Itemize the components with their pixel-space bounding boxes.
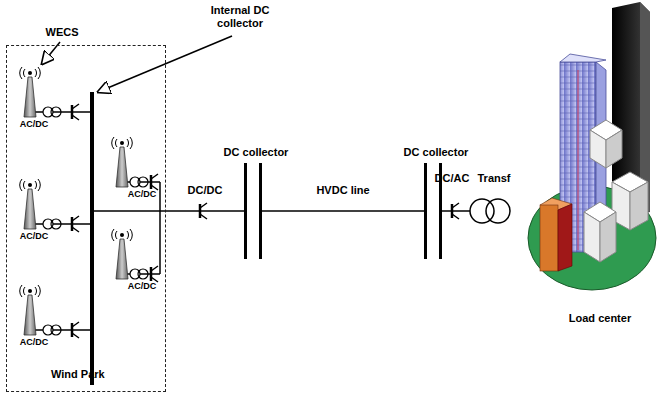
load-center-label: Load center: [569, 312, 631, 325]
group-title: Wind Park: [51, 368, 105, 381]
wind-turbine-right: [151, 266, 158, 282]
internal-dc-bus: [92, 210, 166, 212]
converter-label: AC/DC: [20, 231, 49, 242]
wind-turbine-left: [43, 219, 61, 229]
load-center-city: [630, 182, 648, 230]
transformer-label: Transf: [477, 172, 510, 185]
component-label: WECS: [46, 26, 79, 39]
dc-collector-bus: DC collector: [244, 163, 262, 259]
converter-label: AC/DC: [20, 337, 49, 348]
load-center-city: [540, 205, 558, 271]
line-label: HVDC line: [314, 184, 371, 197]
converter-label: DC/AC: [435, 172, 470, 185]
bus-label: DC collector: [224, 146, 289, 159]
wind-turbine-left: [20, 285, 41, 335]
wind-turbine-left: [20, 67, 92, 338]
line-label: DC/DC: [186, 184, 225, 197]
internal-dc-bus: [159, 182, 161, 274]
bus-label: DC collector: [404, 146, 469, 159]
converter-label: AC/DC: [128, 189, 157, 200]
wind-turbine-left: [20, 179, 41, 229]
load-center-city: [590, 130, 606, 168]
load-center-city: [600, 212, 616, 262]
wind-turbine-left: [72, 216, 79, 232]
inverter-transformer: [442, 210, 470, 212]
load-center-city: [606, 130, 622, 168]
wind-turbine-left: [43, 325, 61, 335]
dc-dc-converter: [200, 203, 207, 219]
load-center-city: [560, 54, 606, 62]
transmission-line: [262, 210, 424, 212]
wind-turbine-left: [72, 104, 79, 120]
wind-turbine-left: [72, 322, 79, 338]
converter-label: AC/DC: [128, 281, 157, 292]
wind-turbine-left: [20, 67, 41, 117]
component-label: Internal DC collector: [195, 4, 285, 30]
dc-dc-converter: [200, 203, 207, 219]
transmission-line: [166, 210, 244, 212]
load-center-city: [528, 2, 656, 290]
inverter-transformer: [486, 199, 510, 223]
wind-turbine-right: [112, 137, 160, 282]
load-center-city: [558, 204, 572, 271]
inverter-transformer: [442, 199, 510, 223]
internal-dc-bus: [90, 92, 94, 385]
inverter-transformer: [452, 203, 459, 219]
wind-turbine-right: [130, 269, 148, 279]
wind-turbine-right: [130, 177, 148, 187]
internal-dc-bus: [92, 92, 166, 385]
wind-turbine-right: [151, 174, 158, 190]
wind-turbine-right: [112, 229, 133, 279]
converter-label: AC/DC: [20, 119, 49, 130]
wind-turbine-right: [112, 137, 133, 187]
load-center-city: [578, 70, 579, 250]
load-center-city: [584, 212, 600, 262]
wind-turbine-left: [43, 107, 61, 117]
